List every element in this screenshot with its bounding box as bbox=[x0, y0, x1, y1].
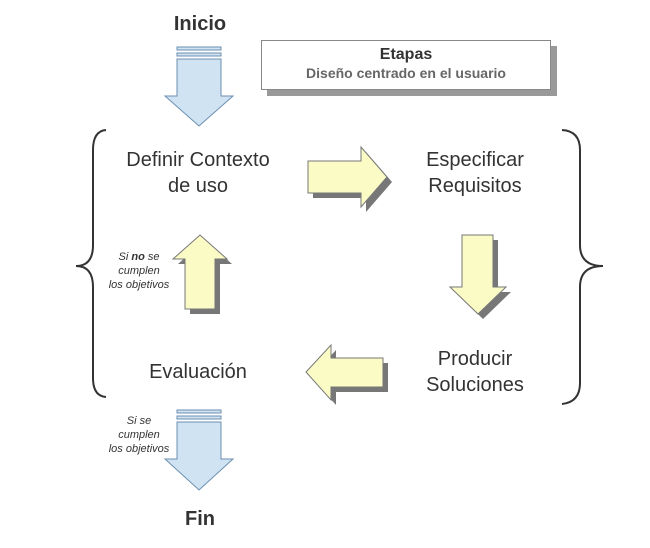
note-objectives-met: Si se cumplen los objetivos bbox=[97, 414, 181, 456]
step-produce-line1: Producir bbox=[437, 348, 513, 370]
note-met-line1: Si se bbox=[126, 415, 152, 427]
note-objectives-not-met: Si no se cumplen los objetivos bbox=[97, 250, 181, 292]
right-brace-icon bbox=[561, 129, 604, 405]
end-arrow-icon bbox=[163, 409, 235, 491]
start-label: Inicio bbox=[173, 13, 227, 35]
note-met-line3: los objetivos bbox=[108, 443, 170, 455]
step-evaluation: Evaluación bbox=[149, 361, 247, 383]
step-define-line1: Definir Contexto bbox=[126, 149, 270, 171]
note-met-line2: cumplen bbox=[118, 429, 160, 441]
step-specify-line1: Especificar bbox=[426, 149, 524, 171]
step-specify-requirements: Especificar Requisitos bbox=[390, 147, 560, 199]
step-produce-line2: Soluciones bbox=[426, 374, 524, 396]
step-produce-solutions: Producir Soluciones bbox=[390, 346, 560, 398]
note-not-met-line3: los objetivos bbox=[108, 279, 170, 291]
step-define-context: Definir Contexto de uso bbox=[98, 147, 298, 199]
end-label: Fin bbox=[185, 508, 215, 530]
arrow-right-icon bbox=[307, 145, 392, 212]
legend-subtitle: Diseño centrado en el usuario bbox=[306, 65, 506, 81]
note-not-met-line2: cumplen bbox=[118, 265, 160, 277]
legend-title: Etapas bbox=[379, 46, 433, 63]
arrow-down-icon bbox=[448, 234, 511, 319]
left-brace-icon bbox=[75, 129, 107, 398]
arrow-left-icon bbox=[305, 343, 388, 405]
legend-box: Etapas Diseño centrado en el usuario bbox=[261, 40, 551, 90]
start-arrow-icon bbox=[163, 46, 235, 127]
note-not-met-line1: Si no se bbox=[118, 251, 160, 263]
step-specify-line2: Requisitos bbox=[428, 175, 522, 197]
arrow-up-icon bbox=[171, 234, 232, 314]
step-define-line2: de uso bbox=[167, 175, 229, 197]
